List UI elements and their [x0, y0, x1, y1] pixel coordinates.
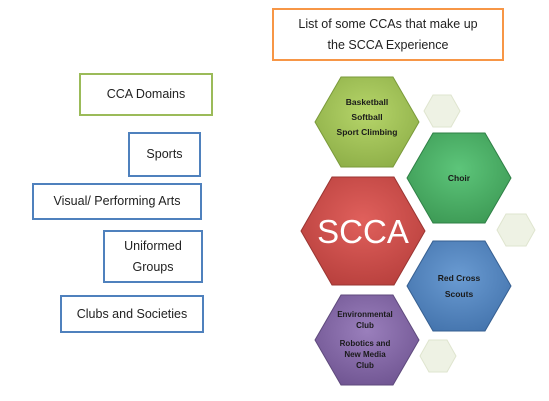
hexagon-sports: Basketball Softball Sport Climbing: [314, 76, 420, 168]
hexagon-uniformed-line1: Red Cross: [438, 273, 481, 283]
header-line1: List of some CCAs that make up: [298, 16, 478, 31]
hexagon-center-label: SCCA: [317, 213, 409, 250]
hexagon-center: SCCA: [300, 176, 426, 286]
domain-sports-label: Sports: [146, 147, 183, 161]
domain-uniformed-line2: Groups: [132, 259, 174, 274]
domain-uniformed-box: Uniformed Groups: [103, 230, 203, 283]
header-box: List of some CCAs that make up the SCCA …: [272, 8, 504, 61]
hexagon-clubs: Environmental Club Robotics and New Medi…: [314, 294, 420, 386]
hexagon-sports-line2: Softball: [351, 112, 382, 122]
hexagon-uniformed: Red Cross Scouts: [406, 240, 512, 332]
small-hexagon-1: [423, 94, 461, 128]
domain-uniformed-line1: Uniformed: [124, 238, 182, 253]
domain-arts-box: Visual/ Performing Arts: [32, 183, 202, 220]
domain-clubs-box: Clubs and Societies: [60, 295, 204, 333]
hexagon-clubs-line5: Club: [356, 361, 374, 370]
hexagon-arts-line1: Choir: [448, 173, 471, 183]
cca-domains-title-text: CCA Domains: [106, 87, 186, 101]
domain-sports-box: Sports: [128, 132, 201, 177]
hexagon-arts: Choir: [406, 132, 512, 224]
hexagon-clubs-line1: Environmental: [337, 310, 393, 319]
cca-domains-title: CCA Domains: [79, 73, 213, 116]
hexagon-sports-line3: Sport Climbing: [337, 127, 398, 137]
hexagon-clubs-line2: Club: [356, 321, 374, 330]
small-hexagon-3: [419, 339, 457, 373]
domain-arts-label: Visual/ Performing Arts: [53, 194, 181, 208]
hexagon-uniformed-line2: Scouts: [445, 289, 474, 299]
hexagon-sports-line1: Basketball: [346, 97, 389, 107]
header-line2: the SCCA Experience: [327, 37, 449, 52]
domain-clubs-label: Clubs and Societies: [76, 306, 188, 321]
hexagon-clubs-line4: New Media: [344, 350, 386, 359]
hexagon-clubs-line3: Robotics and: [340, 339, 391, 348]
small-hexagon-2: [496, 213, 536, 247]
